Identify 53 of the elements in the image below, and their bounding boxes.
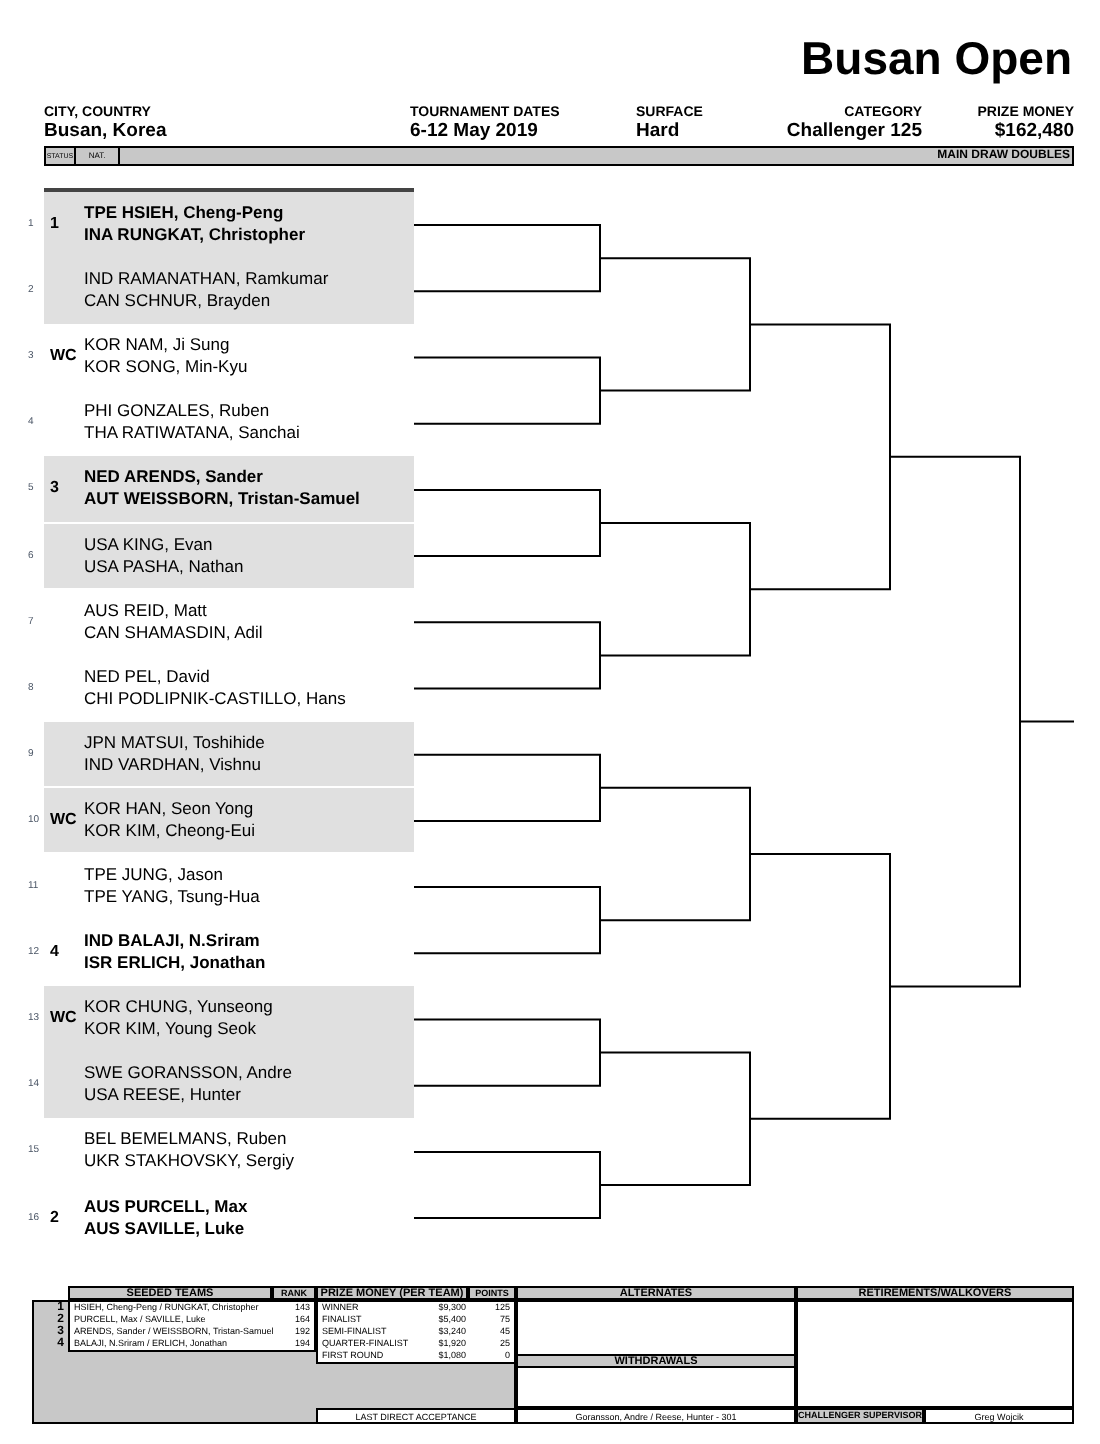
field-value: Challenger 125 xyxy=(784,120,922,142)
team-entry xyxy=(44,456,414,522)
player-name: USA REESE, Hunter xyxy=(84,1084,243,1107)
player-name: USA PASHA, Nathan xyxy=(84,555,244,577)
player-name: AUS PURCELL, Max xyxy=(84,1195,248,1217)
field-value: 6-12 May 2019 xyxy=(410,120,540,142)
player-name: IND VARDHAN, Vishnu xyxy=(84,753,263,776)
player-name: NED ARENDS, Sander xyxy=(84,466,265,489)
player-name: KOR KIM, Young Seok xyxy=(84,1018,258,1041)
field-value: Busan, Korea xyxy=(44,120,169,142)
player-name: KOR KIM, Cheong-Eui xyxy=(84,819,256,842)
team-entry xyxy=(44,787,414,853)
team-entry xyxy=(44,986,414,1052)
player-name: IND RAMANATHAN, Ramkumar xyxy=(84,268,329,291)
player-name: KOR NAM, Ji Sung xyxy=(84,334,232,357)
player-name: TPE HSIEH, Cheng-Peng xyxy=(84,202,286,224)
player-name: AUT WEISSBORN, Tristan-Samuel xyxy=(84,488,360,511)
team-entry xyxy=(44,192,414,258)
seed-status: WC xyxy=(50,809,77,830)
title: Busan Open xyxy=(801,32,1072,84)
player-name: SWE GORANSSON, Andre xyxy=(84,1062,292,1085)
team-entry xyxy=(44,1052,414,1118)
seed-status: 3 xyxy=(50,478,59,499)
seed-status: 4 xyxy=(50,942,59,963)
player-name: INA RUNGKAT, Christopher xyxy=(84,224,305,246)
player-name: CAN SCHNUR, Brayden xyxy=(84,290,273,313)
field-value: $162,480 xyxy=(992,120,1074,142)
player-name: TPE JUNG, Jason xyxy=(84,864,225,886)
player-name: THA RATIWATANA, Sanchai xyxy=(84,422,300,445)
player-name: ISR ERLICH, Jonathan xyxy=(84,952,266,975)
player-name: JPN MATSUI, Toshihide xyxy=(84,731,265,754)
team-entry xyxy=(44,258,414,324)
player-name: USA KING, Evan xyxy=(84,533,215,555)
player-name: BEL BEMELMANS, Ruben xyxy=(84,1128,289,1151)
player-name: CAN SHAMASDIN, Adil xyxy=(84,621,263,644)
player-name: PHI GONZALES, Ruben xyxy=(84,400,272,423)
seed-status: WC xyxy=(50,346,77,367)
seed-status: 2 xyxy=(50,1207,59,1227)
player-name: CHI PODLIPNIK-CASTILLO, Hans xyxy=(84,687,346,710)
player-name: KOR HAN, Seon Yong xyxy=(84,797,256,820)
player-name: UKR STAKHOVSKY, Sergiy xyxy=(84,1150,295,1173)
player-name: NED PEL, David xyxy=(84,665,212,688)
seed-status: WC xyxy=(50,1008,77,1029)
team-entry xyxy=(44,523,414,589)
player-name: IND BALAJI, N.Sriram xyxy=(84,930,262,953)
player-name: KOR CHUNG, Yunseong xyxy=(84,996,273,1019)
player-name: AUS REID, Matt xyxy=(84,599,209,622)
team-entry xyxy=(44,721,414,787)
player-name: AUS SAVILLE, Luke xyxy=(84,1217,247,1239)
player-name: TPE YANG, Tsung-Hua xyxy=(84,886,260,908)
field-value: Hard xyxy=(636,120,682,142)
player-name: KOR SONG, Min-Kyu xyxy=(84,356,248,379)
seed-status: 1 xyxy=(50,214,59,234)
